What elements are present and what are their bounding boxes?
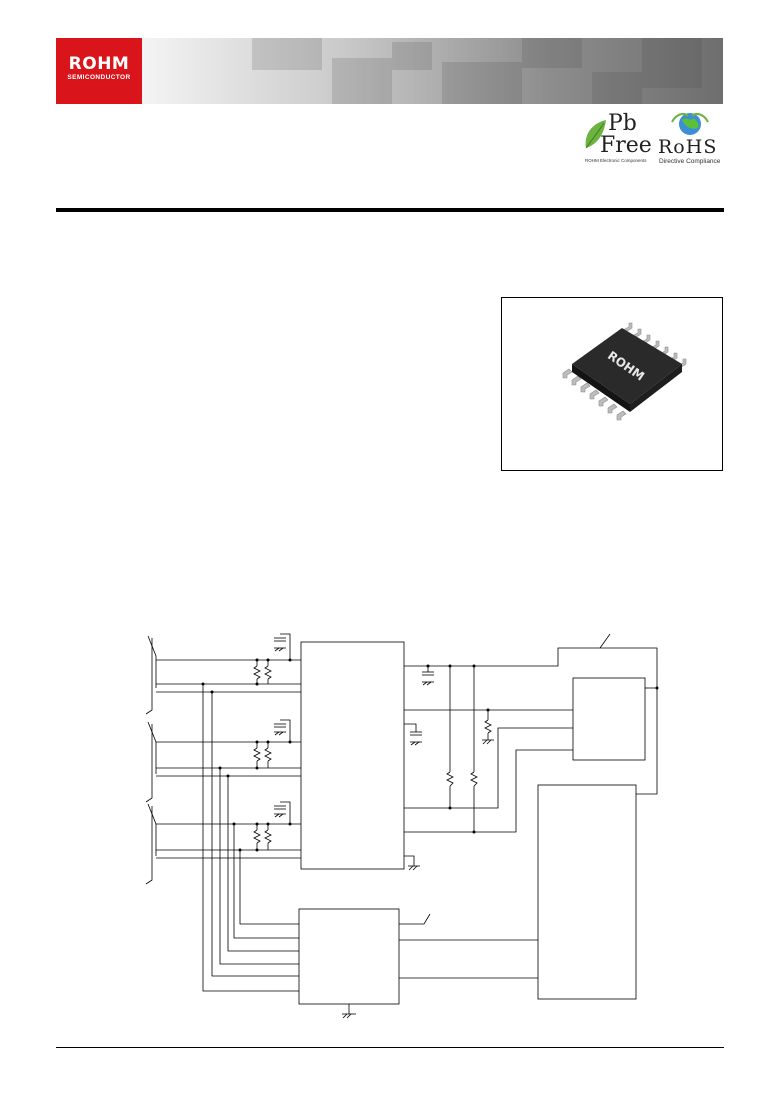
resistor-pair-ch1 — [253, 660, 272, 684]
pb-text: Pb — [608, 111, 637, 136]
schematic-drawing — [145, 633, 659, 1019]
capacitor-ch2 — [274, 719, 291, 742]
logo-tagline: SEMICONDUCTOR — [67, 74, 131, 81]
footer-rule — [56, 1047, 724, 1048]
package-image: ROHM — [562, 322, 687, 421]
connector-3 — [145, 806, 153, 885]
rohs-title: RoHS — [658, 136, 718, 158]
application-circuit-diagram — [130, 628, 670, 1020]
rohs-badge: RoHS Directive Compliance — [656, 110, 726, 166]
pb-free-caption: ROHM Electronic Components — [585, 158, 647, 163]
rohm-logo: ROHM SEMICONDUCTOR — [56, 38, 142, 104]
resistor-pair-ch3 — [253, 824, 272, 850]
logo-wordmark: ROHM — [68, 54, 130, 74]
package-image-frame: ROHM — [501, 297, 723, 471]
capacitor-ch1 — [274, 633, 291, 660]
header-rule — [56, 208, 724, 212]
header-banner — [142, 38, 723, 104]
capacitor-ch3 — [274, 801, 291, 824]
resistor-pair-ch2 — [253, 742, 272, 768]
pb-free-badge: Pb Free ROHM Electronic Components — [582, 112, 654, 166]
leaf-icon — [585, 120, 606, 149]
ic-lower — [298, 908, 400, 1005]
ic-right-large — [537, 784, 637, 1000]
free-text: Free — [600, 133, 652, 158]
ic-right-small — [572, 677, 646, 761]
connector-2 — [145, 724, 153, 803]
ic-main — [300, 641, 405, 870]
rohs-caption: Directive Compliance — [659, 158, 721, 165]
connector-1 — [145, 638, 153, 715]
globe-icon — [671, 113, 709, 135]
